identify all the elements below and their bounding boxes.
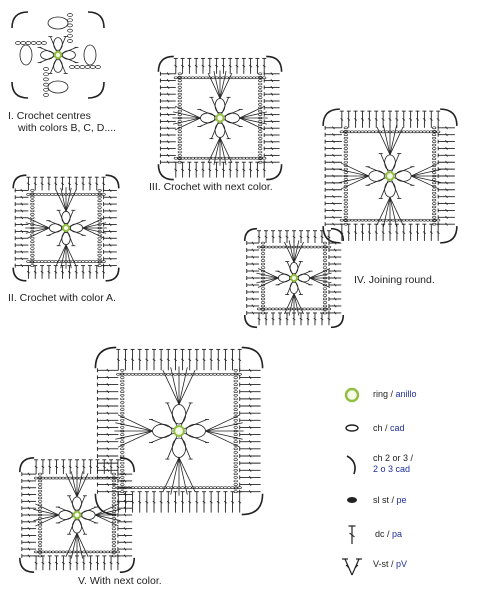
legend-label-double-crochet-es: pa <box>392 529 403 539</box>
step-2-square <box>12 174 120 282</box>
legend-label-chain: ch <box>373 423 383 433</box>
caption-step-1-line-1: I. Crochet centres <box>8 110 91 122</box>
step-4-square-small <box>243 227 345 329</box>
legend-icons <box>342 387 362 576</box>
caption-step-4: IV. Joining round. <box>354 274 435 286</box>
step-5-square-large <box>94 346 264 516</box>
legend-label-v-stitch: V-st <box>373 559 389 569</box>
step-3-square <box>157 55 283 181</box>
legend-label-ring-es: anillo <box>395 389 417 399</box>
step-1-centre-motif <box>11 11 105 99</box>
legend-row-ring: ring / anillo <box>373 389 417 399</box>
legend-label-chain-arc: ch 2 or 3 <box>373 453 409 463</box>
step-4-square-large <box>322 108 458 244</box>
caption-step-3: III. Crochet with next color. <box>149 181 273 193</box>
legend-label-v-stitch-es: pV <box>396 559 408 569</box>
legend-label-chain-arc-es: 2 o 3 cad <box>373 464 411 474</box>
legend-row-chain: ch / cad <box>373 423 405 433</box>
legend-row-v-stitch: V-st / pV <box>373 559 408 569</box>
legend-label-slip-stitch: sl st <box>373 495 390 505</box>
chain-icon <box>345 424 359 432</box>
v-stitch-icon <box>342 558 362 576</box>
ring-icon <box>344 387 360 403</box>
caption-step-5: V. With next color. <box>78 575 162 587</box>
caption-step-2: II. Crochet with color A. <box>8 292 116 304</box>
legend-label-double-crochet: dc <box>375 529 385 539</box>
step-5-square-small <box>19 457 135 573</box>
legend-label-chain-es: cad <box>390 423 405 433</box>
legend-row-chain-arc: ch 2 or 3 /2 o 3 cad <box>373 453 414 474</box>
chain-arc-icon <box>346 455 356 475</box>
legend-row-double-crochet: dc / pa <box>375 529 403 539</box>
legend-row-slip-stitch: sl st / pe <box>373 495 407 505</box>
legend-label-ring: ring <box>373 389 389 399</box>
slip-stitch-icon <box>347 497 357 503</box>
legend-label-slip-stitch-es: pe <box>396 495 407 505</box>
caption-step-1-line-2: with colors B, C, D.... <box>18 122 117 134</box>
double-crochet-icon <box>348 525 356 544</box>
